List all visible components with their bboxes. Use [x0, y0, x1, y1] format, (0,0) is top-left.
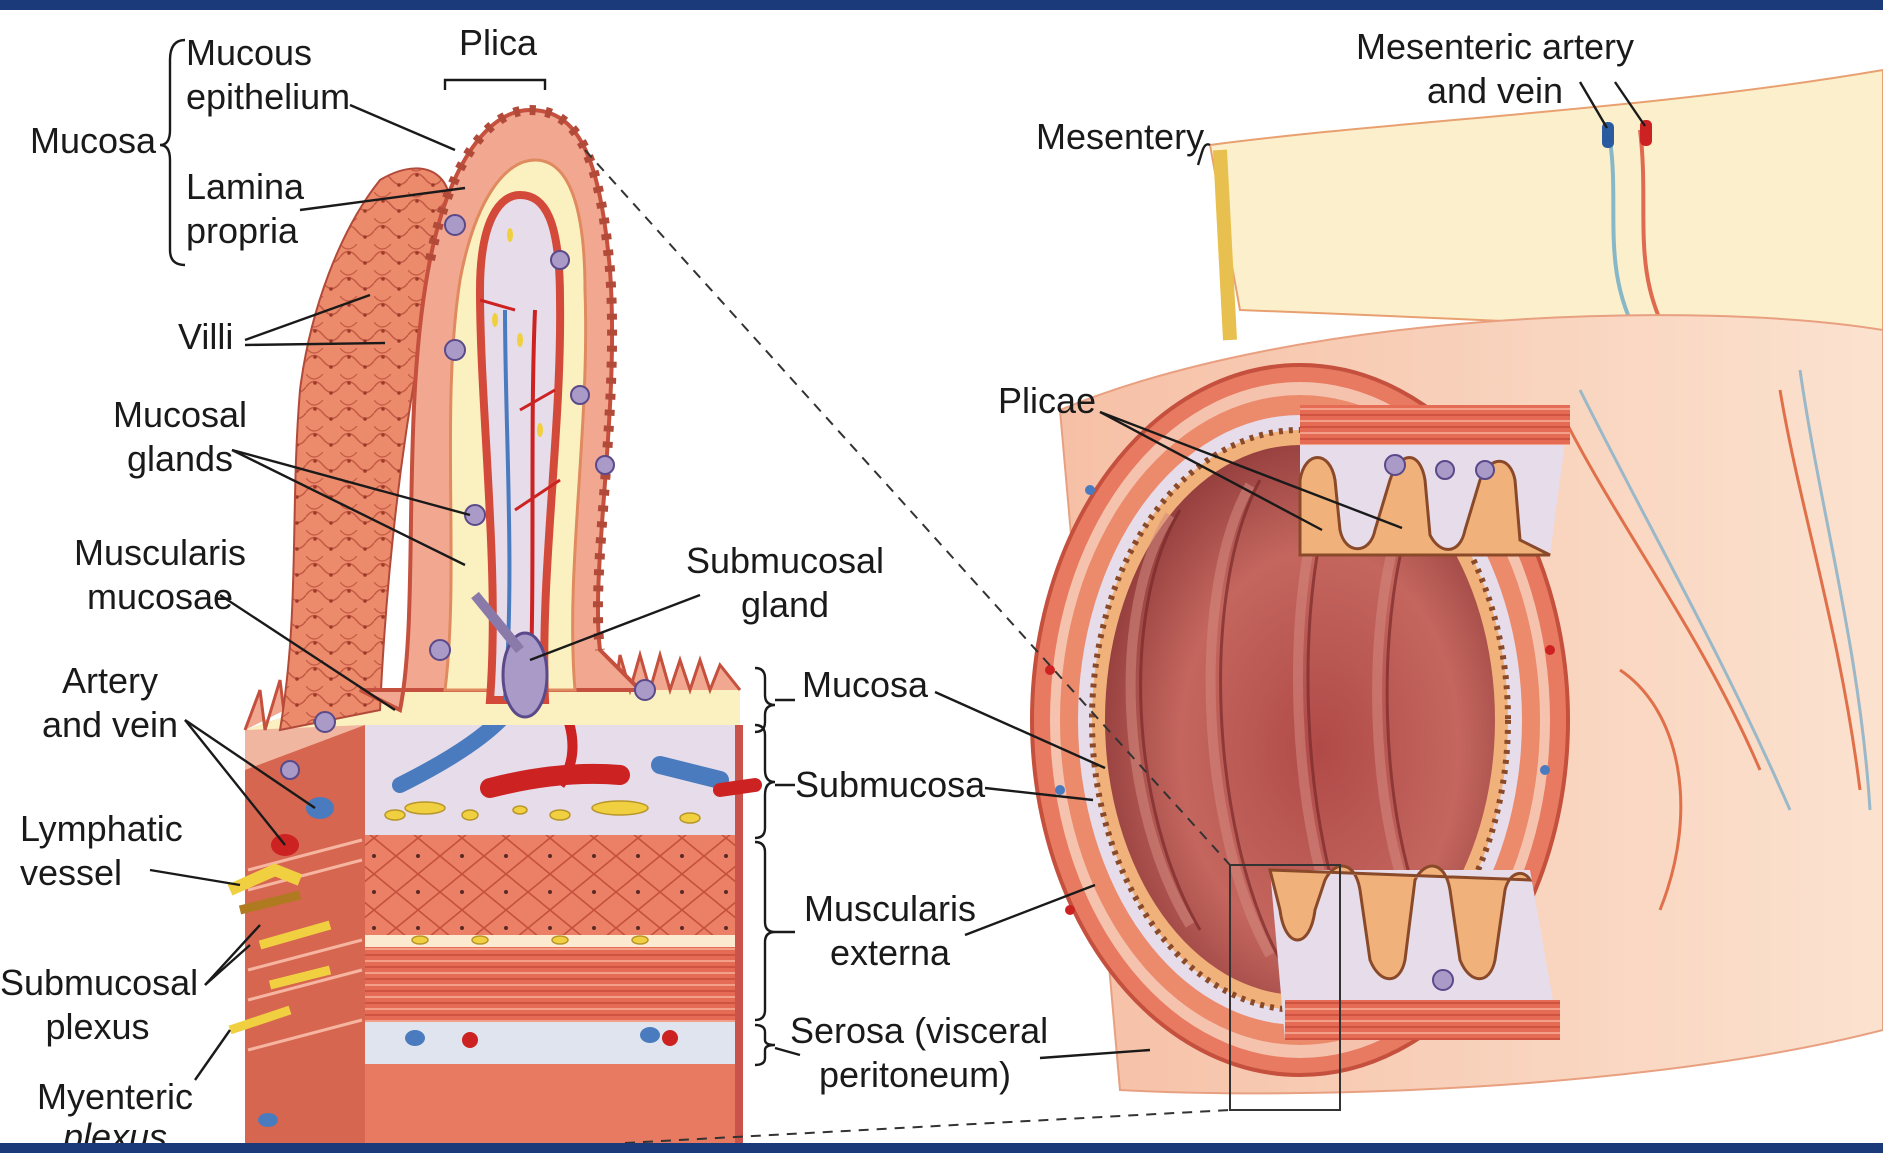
submucosal-gland	[503, 633, 547, 717]
label-lymphatic-vessel-1: Lymphatic	[20, 806, 183, 851]
label-lymphatic-vessel-2: vessel	[20, 850, 122, 895]
diagram-canvas: Plica Mucous epithelium Mucosa Lamina pr…	[0, 10, 1883, 1143]
label-lamina-propria-1: Lamina	[186, 164, 304, 209]
label-mucous-epithelium-1: Mucous	[186, 30, 312, 75]
label-mesenteric-artery-vein-1: Mesenteric artery	[1355, 24, 1635, 69]
label-submucosal-gland-2: gland	[680, 582, 890, 627]
label-muscularis-externa-1: Muscularis	[790, 886, 990, 931]
label-villi: Villi	[178, 314, 233, 359]
label-plicae: Plicae	[998, 378, 1096, 423]
label-mesenteric-artery-vein-2: and vein	[1355, 68, 1635, 113]
label-myenteric-plexus-1: Myenteric	[30, 1074, 200, 1119]
label-plica: Plica	[459, 20, 537, 65]
label-muscularis-mucosae-1: Muscularis	[40, 530, 280, 575]
label-submucosal-plexus-2: plexus	[0, 1004, 195, 1049]
label-mucosal-glands-1: Mucosal	[80, 392, 280, 437]
label-mucous-epithelium-2: epithelium	[186, 74, 350, 119]
label-submucosal-gland-1: Submucosal	[680, 538, 890, 583]
label-submucosal-plexus-1: Submucosal	[0, 960, 195, 1005]
label-mesentery: Mesentery	[1036, 114, 1204, 159]
label-mucosa-right: Mucosa	[802, 662, 928, 707]
label-muscularis-mucosae-2: mucosae	[40, 574, 280, 619]
label-submucosa: Submucosa	[795, 762, 985, 807]
label-mucosa-left: Mucosa	[30, 118, 156, 163]
plica-fold	[280, 110, 655, 779]
label-mucosal-glands-2: glands	[80, 436, 280, 481]
label-lamina-propria-2: propria	[186, 208, 298, 253]
longitudinal-muscle-layer	[365, 947, 740, 1022]
label-serosa-2: peritoneum)	[790, 1052, 1040, 1097]
intestine-segment	[1032, 70, 1883, 1110]
circular-muscle-layer	[365, 835, 740, 940]
label-artery-vein-1: Artery	[30, 658, 190, 703]
label-muscularis-externa-2: externa	[790, 930, 990, 975]
label-serosa-1: Serosa (visceral	[790, 1008, 1040, 1053]
tissue-block	[230, 690, 755, 1143]
label-myenteric-plexus-2: plexus	[30, 1114, 200, 1143]
label-artery-vein-2: and vein	[30, 702, 190, 747]
